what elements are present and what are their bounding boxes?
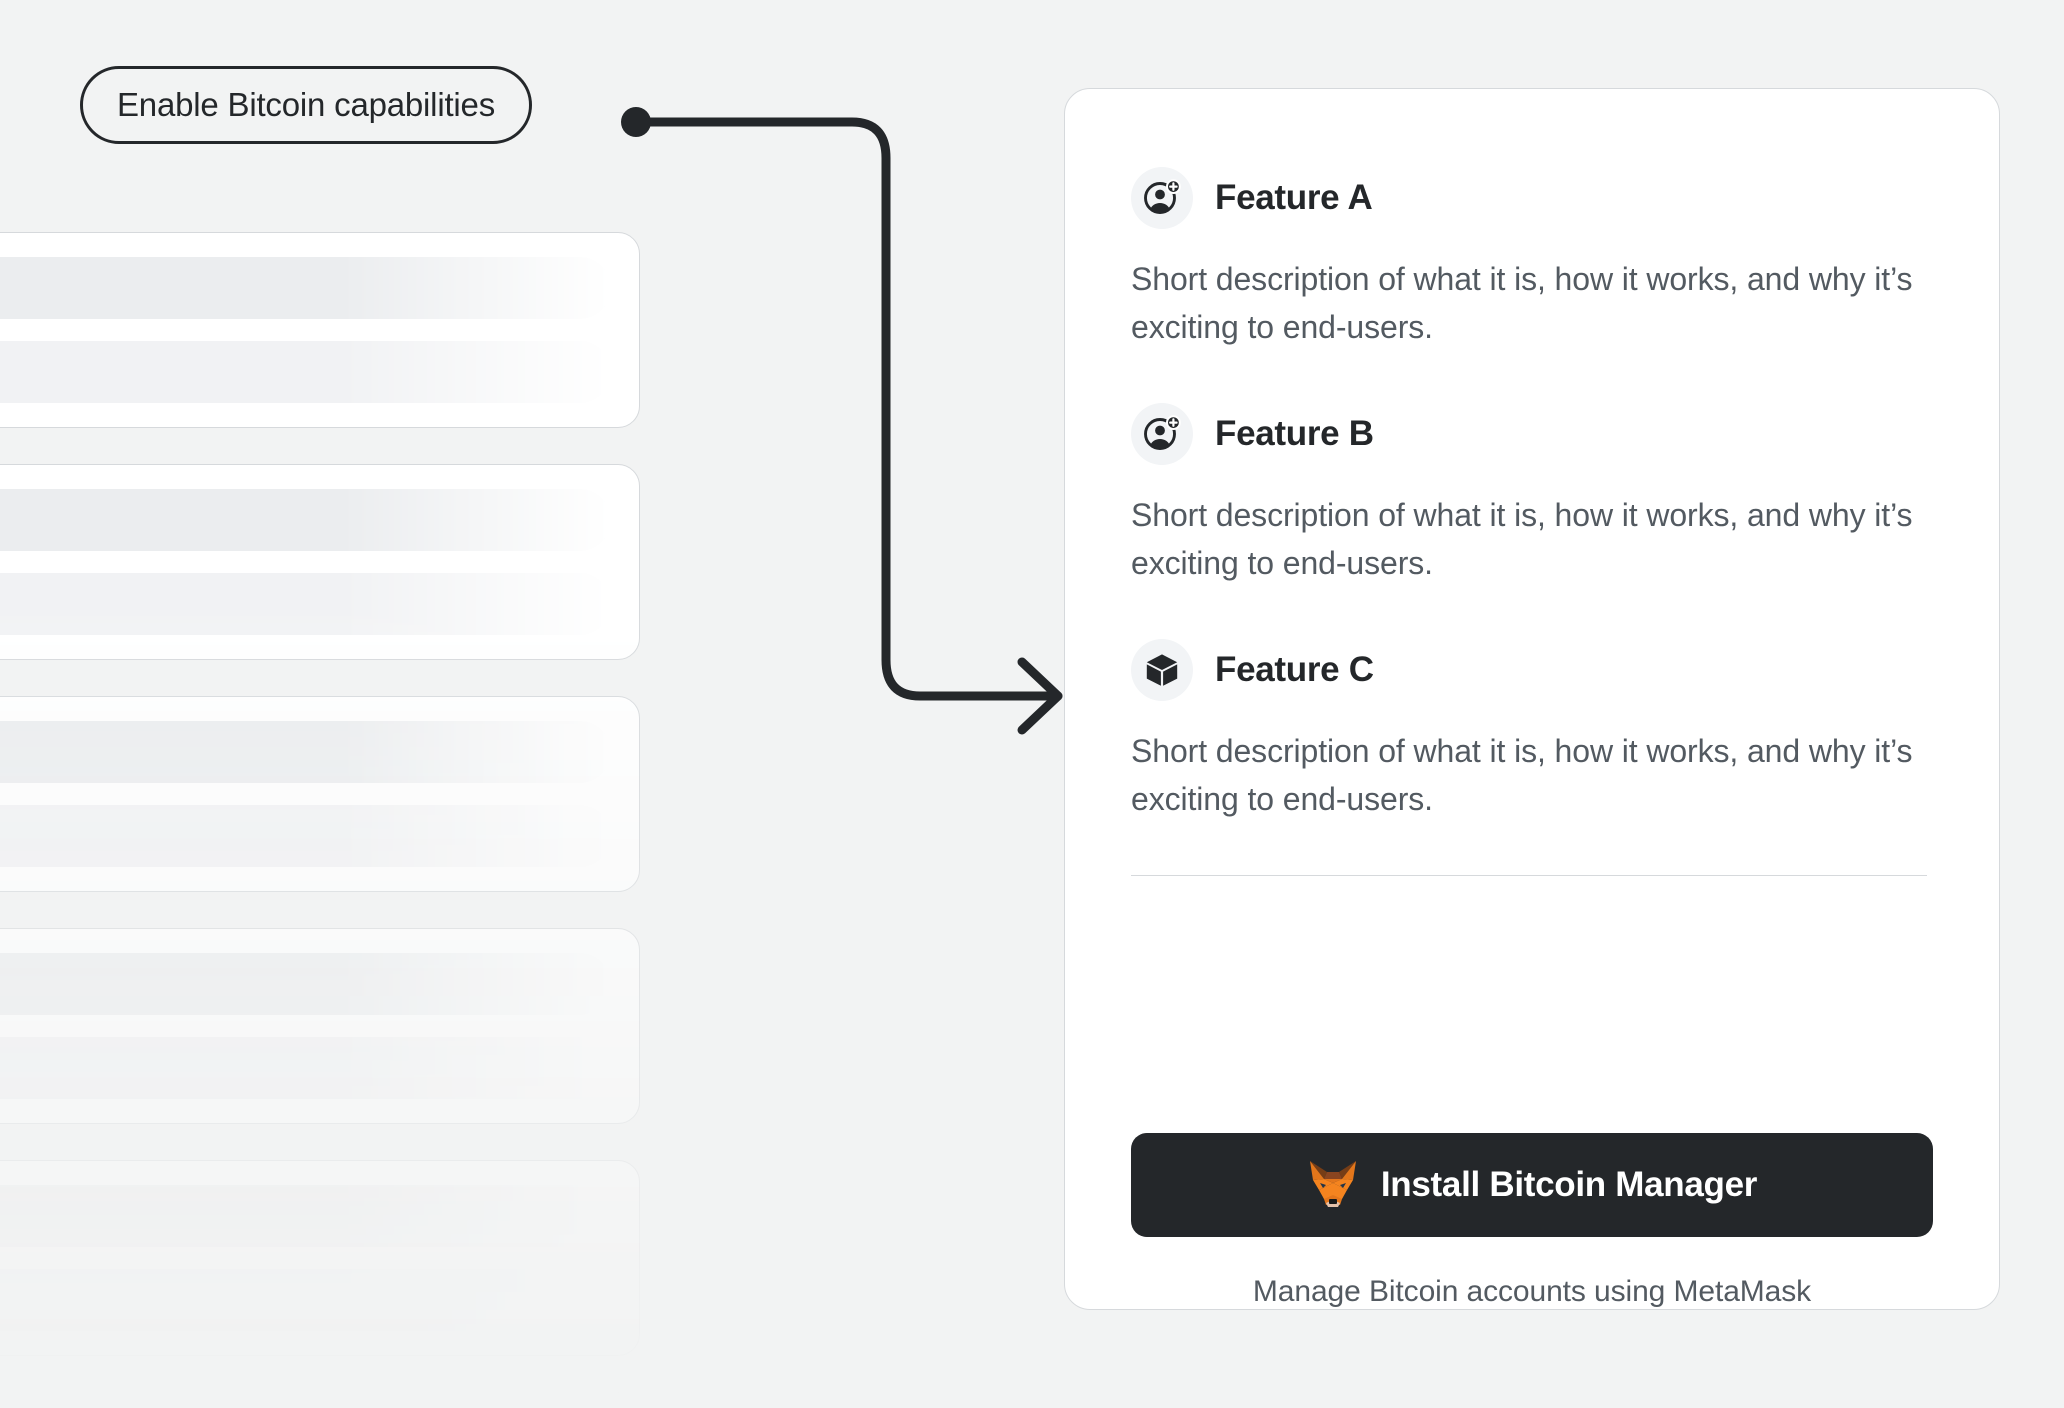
feature-block: Feature B Short description of what it i… [1131,403,1927,587]
feature-title: Feature C [1215,650,1374,689]
feature-title: Feature A [1215,178,1373,217]
skeleton-card [0,464,640,660]
connector-path [631,117,1063,701]
skeleton-bar [0,257,611,319]
skeleton-bar [0,805,611,867]
bitcoin-capabilities-card: Feature A Short description of what it i… [1064,88,2000,1310]
feature-header: Feature A [1131,167,1927,229]
feature-header: Feature B [1131,403,1927,465]
user-add-circle-icon [1131,403,1193,465]
install-bitcoin-manager-button[interactable]: Install Bitcoin Manager [1131,1133,1933,1237]
install-button-label: Install Bitcoin Manager [1380,1165,1758,1204]
feature-block: Feature C Short description of what it i… [1131,639,1927,823]
card-divider [1131,875,1927,876]
arrow-right-icon [1017,657,1063,735]
feature-block: Feature A Short description of what it i… [1131,167,1927,351]
cube-icon [1131,639,1193,701]
footer-caption: Manage Bitcoin accounts using MetaMask [1252,1275,1812,1308]
feature-description: Short description of what it is, how it … [1131,733,1913,817]
feature-title: Feature B [1215,414,1374,453]
user-add-circle-icon [1131,167,1193,229]
callout-label: Enable Bitcoin capabilities [117,86,495,123]
skeleton-card [0,1160,640,1356]
skeleton-bar [0,1185,611,1247]
feature-header: Feature C [1131,639,1927,701]
feature-description: Short description of what it is, how it … [1131,261,1913,345]
skeleton-bar [0,1037,611,1099]
metamask-fox-icon [1307,1159,1359,1212]
skeleton-bar [0,953,611,1015]
background-skeleton-list [0,232,640,1408]
skeleton-bar [0,489,611,551]
skeleton-card [0,232,640,428]
skeleton-bar [0,721,611,783]
skeleton-card [0,1392,640,1408]
callout-pill[interactable]: Enable Bitcoin capabilities [80,66,532,144]
skeleton-card [0,696,640,892]
card-footer: Install Bitcoin Manager Manage Bitcoin a… [1065,1071,1999,1309]
skeleton-bar [0,573,611,635]
feature-list: Feature A Short description of what it i… [1065,89,1999,1071]
connector-dot-icon [621,107,651,137]
skeleton-card [0,928,640,1124]
skeleton-bar [0,1269,611,1331]
feature-description: Short description of what it is, how it … [1131,497,1913,581]
skeleton-bar [0,341,611,403]
